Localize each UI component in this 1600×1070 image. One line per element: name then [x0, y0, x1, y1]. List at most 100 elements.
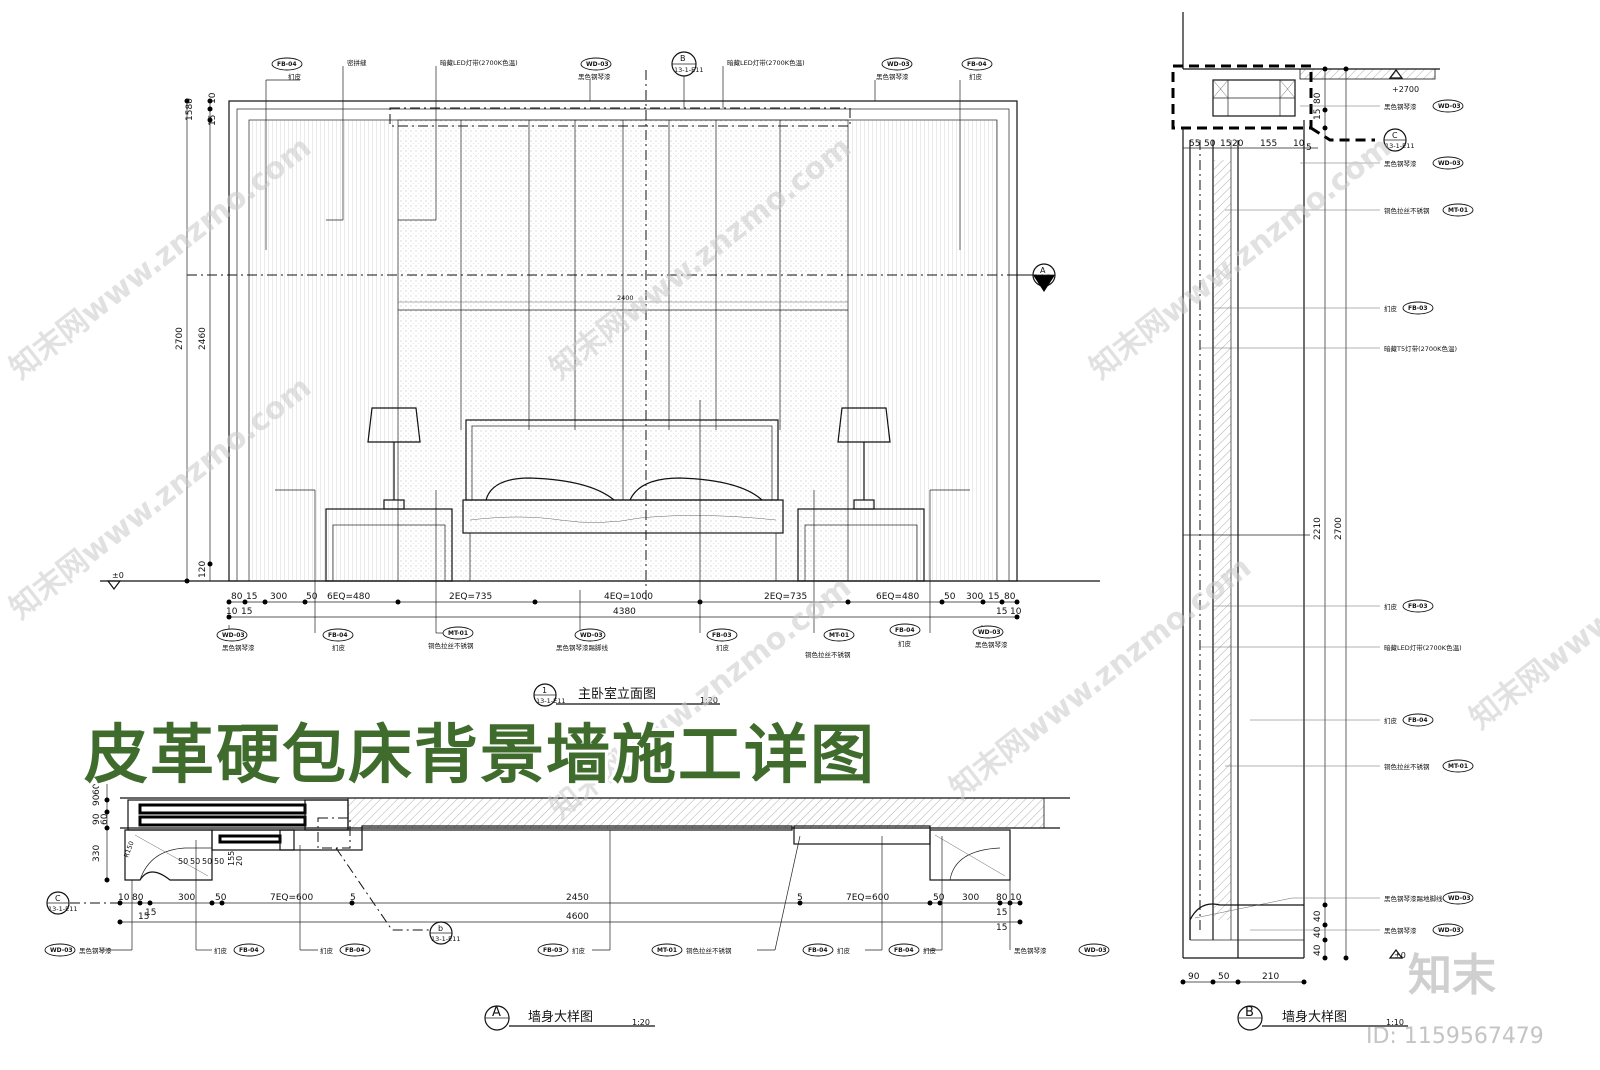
elev-bdim-300-r: 300: [966, 592, 983, 602]
sb-rdim-6: 40: [1313, 944, 1323, 956]
sa-lbl-7-code: WD-03: [1084, 947, 1107, 954]
elev-b2-15-r: 15: [996, 607, 1007, 617]
elevation-top-labels: FB-04 扪皮 密拼缝 暗藏LED灯带(2700K色温) WD-03 黑色钢琴…: [271, 57, 993, 81]
sa-d2-1: 4600: [566, 912, 589, 922]
elevation-scale: 1:20: [700, 696, 718, 705]
sb-title-letter: B: [1245, 1005, 1254, 1020]
sa-lbl-5-code: FB-04: [808, 947, 828, 954]
sa-d1-9: 7EQ=600: [846, 893, 889, 903]
sa-d1-12: 15: [996, 908, 1007, 918]
sa-lbl-4-text: 铜色拉丝不锈钢: [686, 946, 732, 955]
sa-sdim-4: 155: [227, 851, 236, 866]
sb-lbl-1-text: 黑色钢琴漆: [1384, 159, 1417, 168]
elev-b2-10: 10: [226, 607, 238, 617]
elev-bdim-80: 80: [231, 592, 243, 602]
sa-ldim-2: 90: [92, 813, 102, 825]
sa-d1-4: 50: [215, 893, 227, 903]
elev-bdim-80-r: 80: [1004, 592, 1016, 602]
lbl-bot-7-text: 黑色钢琴漆: [975, 640, 1008, 649]
sa-ldim-4: 330: [92, 845, 102, 862]
elev-bdim-6eq: 6EQ=480: [327, 592, 370, 602]
sa-d1-14: 10: [1010, 893, 1022, 903]
sb-lbl-2-text: 铜色拉丝不锈钢: [1384, 206, 1430, 215]
sb-lbl-6-text: 暗藏LED灯带(2700K色温): [1384, 643, 1462, 652]
elev-dim-1580: 1580: [185, 98, 195, 121]
sa-d1-6: 5: [350, 893, 356, 903]
elevation-title-block: 1 13-1-E11 主卧室立面图 1:20: [533, 683, 720, 707]
lbl-bot-4-code: FB-03: [712, 632, 732, 639]
elev-bdim-300: 300: [270, 592, 287, 602]
sa-d1-8: 5: [797, 893, 803, 903]
sa-sdim-3: 50: [214, 857, 224, 866]
sb-lbl-9-code: WD-03: [1448, 895, 1471, 902]
section-a-drawing: 90 60 90 60 330 R150 50 50 50 50 155 20 …: [46, 783, 1070, 951]
sa-tag-c-letter: C: [55, 894, 61, 903]
elev-dim-15: 15: [208, 115, 218, 126]
lbl-bot-5-code: MT-01: [829, 632, 849, 639]
elev-bdim-4eq: 4EQ=1000: [604, 592, 653, 602]
lbl-bot-6-code: FB-04: [895, 627, 915, 634]
sa-lbl-1-code: FB-04: [239, 947, 259, 954]
sa-lbl-7-text: 黑色钢琴漆: [1014, 946, 1047, 955]
lbl-bot-2-code: MT-01: [448, 630, 468, 637]
sb-tdim-4: 155: [1260, 139, 1277, 149]
sb-tdim-1: 50: [1204, 139, 1216, 149]
elev-title-sheet: 13-1-E11: [536, 697, 565, 705]
center-dim: 2400: [617, 294, 634, 302]
sa-sdim-5: 20: [235, 856, 244, 866]
sa-lbl-3-text: 扪皮: [572, 946, 586, 955]
lbl-top-6-text: 扪皮: [969, 72, 983, 81]
sa-lbl-5-text: 扪皮: [837, 946, 851, 955]
lbl-bot-1-text: 扪皮: [332, 643, 346, 652]
sb-lbl-7-code: FB-04: [1408, 717, 1428, 724]
elev-section-b-letter: B: [680, 54, 686, 63]
sb-rdim-4: 40: [1313, 910, 1323, 922]
lbl-bot-3-text: 黑色钢琴漆踢脚线: [556, 643, 609, 652]
sa-ldim-0: 90: [92, 794, 102, 806]
watermark-6: 知末网www.znzmo.com: [943, 550, 1258, 807]
lbl-top-4-text: 暗藏LED灯带(2700K色温): [727, 58, 805, 67]
sb-lbl-0-code: WD-03: [1438, 103, 1461, 110]
section-b-title-block: B 墙身大样图 1:10: [1237, 1005, 1408, 1031]
elevation-drawing: 2400 1580 10 15 2700 2460: [100, 51, 1100, 634]
elev-b2-4380: 4380: [613, 607, 636, 617]
sb-rdim-5: 40: [1313, 926, 1323, 938]
lbl-top-5-text: 黑色钢琴漆: [876, 72, 909, 81]
lbl-top-2-text: 暗藏LED灯带(2700K色温): [440, 58, 518, 67]
sa-tag-c-num: 13-1-E11: [48, 905, 77, 913]
elev-b2-10-r: 10: [1010, 607, 1022, 617]
sb-bdim-1: 50: [1218, 972, 1230, 982]
sb-lbl-8-text: 铜色拉丝不锈钢: [1384, 762, 1430, 771]
sa-lbl-2-text: 扪皮: [320, 946, 334, 955]
section-b-scale: 1:10: [1386, 1018, 1404, 1027]
sb-lbl-5-text: 扪皮: [1384, 602, 1398, 611]
elev-dim-2460: 2460: [198, 327, 208, 350]
section-b-labels: 黑色钢琴漆 WD-03 黑色钢琴漆 WD-03 铜色拉丝不锈钢 MT-01 扪皮…: [1384, 99, 1474, 937]
sa-radius: R150: [122, 840, 135, 859]
section-b-title: 墙身大样图: [1282, 1009, 1347, 1025]
sa-lbl-6-text: 扪皮: [923, 946, 937, 955]
lbl-top-3-code: WD-03: [586, 61, 609, 68]
section-b-drawing: +2700 ±0 55 50 15 20 155 10 5 80 15 2210…: [1171, 12, 1440, 985]
sa-d2-2: 15: [996, 923, 1007, 933]
sa-sdim-0: 50: [178, 857, 188, 866]
elev-bdim-50: 50: [306, 592, 318, 602]
sb-lbl-7-text: 扪皮: [1384, 716, 1398, 725]
sb-lbl-1-code: WD-03: [1438, 160, 1461, 167]
lbl-bot-0-code: WD-03: [222, 632, 245, 639]
lbl-top-5-code: WD-03: [887, 61, 910, 68]
lbl-top-0-text: 扪皮: [288, 72, 302, 81]
sa-tag-b-letter: b: [438, 924, 443, 933]
section-a-scale: 1:20: [632, 1018, 650, 1027]
sb-tdim-3: 20: [1232, 139, 1244, 149]
sa-ldim-3: 60: [100, 813, 110, 825]
lbl-bot-2-text: 铜色拉丝不锈钢: [428, 641, 474, 650]
sa-lbl-0-code: WD-03: [50, 947, 73, 954]
lbl-top-6-code: FB-04: [967, 61, 987, 68]
sb-tdim-2: 15: [1220, 139, 1231, 149]
sb-bdim-2: 210: [1262, 972, 1279, 982]
sa-d1-11: 300: [962, 893, 979, 903]
sb-lbl-3-code: FB-03: [1408, 305, 1428, 312]
sa-lbl-6-code: FB-04: [894, 947, 914, 954]
sa-lbl-1-text: 扪皮: [214, 946, 228, 955]
